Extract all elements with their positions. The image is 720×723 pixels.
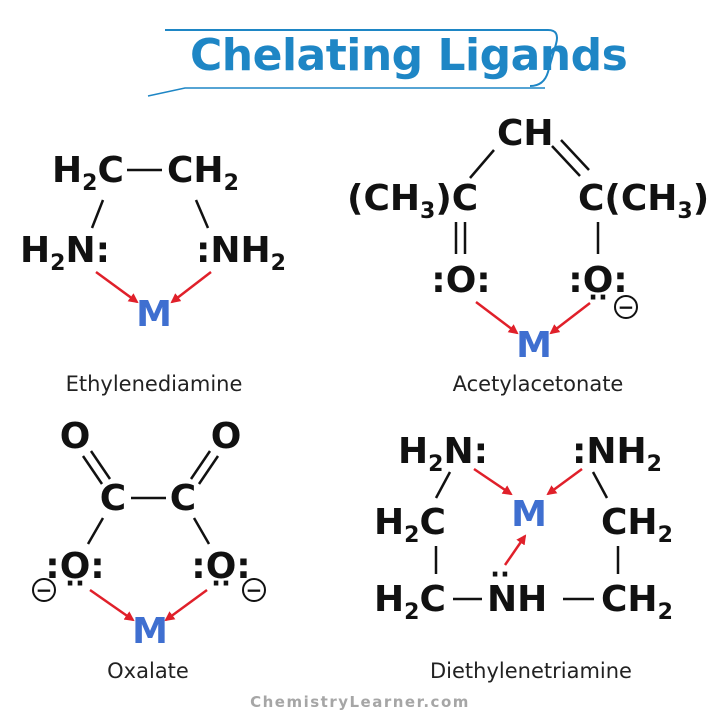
dien-carbon-right-bottom: CH2 <box>601 579 673 625</box>
footer-watermark: ChemistryLearner.com <box>250 693 470 711</box>
negative-charge-icon <box>32 578 56 602</box>
coordination-arrow <box>89 588 135 622</box>
ligand-ethylenediamine: H2C CH2 H2N: :NH2 M Ethylenediamine <box>20 150 286 396</box>
bond <box>434 471 452 499</box>
ethylenediamine-nitrogen-right: :NH2 <box>196 230 286 276</box>
coordination-arrow <box>473 467 513 496</box>
double-bond <box>89 450 112 480</box>
page-title: Chelating Ligands <box>190 30 628 81</box>
bond <box>90 199 105 229</box>
ethylenediamine-nitrogen-left: H2N: <box>20 230 110 276</box>
ligand-name: Acetylacetonate <box>453 372 624 396</box>
oxalate-oxygen-left: :O: <box>45 546 104 587</box>
coordination-arrow <box>503 534 527 566</box>
coordination-arrow <box>475 301 519 335</box>
coordination-arrow <box>546 467 583 496</box>
acac-ch: CH <box>497 113 554 154</box>
coordination-arrow <box>170 271 212 304</box>
double-bond <box>81 455 104 485</box>
dien-carbon-right-top: CH2 <box>601 502 673 548</box>
ligand-diethylenetriamine: H2N: :NH2 M H2C CH2 H2C NH ·· CH2 Diethy… <box>374 431 673 683</box>
metal-center: M <box>516 325 552 366</box>
lone-pair-dots: ·· <box>588 283 608 313</box>
acac-left-carbon: (CH3)C <box>347 178 478 224</box>
coordination-arrow <box>549 302 591 335</box>
negative-charge-icon <box>614 295 638 319</box>
acac-oxygen-right: :O: <box>568 260 627 301</box>
negative-charge-sign: − <box>36 578 53 602</box>
ethylenediamine-carbon-left: H2C <box>52 150 124 196</box>
metal-center: M <box>136 294 172 335</box>
coordination-arrow <box>95 270 139 304</box>
oxalate-oxygen-top-left: O <box>60 416 91 457</box>
ligand-name: Ethylenediamine <box>66 372 243 396</box>
ligand-oxalate: O O C C :O: :O: ·· ·· − − M Oxalate <box>32 416 266 683</box>
ligand-acetylacetonate: CH (CH3)C C(CH3) :O: :O: ·· − M Acetylac… <box>347 113 709 396</box>
bond <box>469 149 495 179</box>
dien-nitrogen-left: H2N: <box>398 431 488 477</box>
coordination-arrow <box>164 588 208 622</box>
title-banner: Chelating Ligands <box>0 0 720 100</box>
oxalate-carbon-right: C <box>170 478 196 519</box>
title-swoosh <box>147 29 558 97</box>
oxalate-carbon-left: C <box>100 478 126 519</box>
lone-pair-dots: ·· <box>211 569 231 599</box>
oxalate-oxygen-top-right: O <box>211 416 242 457</box>
lone-pair-dots: ·· <box>65 569 85 599</box>
dien-carbon-left-bottom: H2C <box>374 579 446 625</box>
oxalate-oxygen-right: :O: <box>191 546 250 587</box>
metal-center: M <box>511 494 547 535</box>
negative-charge-icon <box>242 578 266 602</box>
negative-charge-sign: − <box>618 295 635 319</box>
bond <box>591 471 609 499</box>
dien-carbon-left-top: H2C <box>374 502 446 548</box>
dien-central-nitrogen: NH <box>487 579 547 620</box>
metal-center: M <box>132 611 168 652</box>
double-bond <box>189 450 212 480</box>
double-bond <box>197 455 220 485</box>
bond <box>194 199 210 229</box>
bond <box>192 517 211 545</box>
ligand-name: Diethylenetriamine <box>430 659 632 683</box>
negative-charge-sign: − <box>246 578 263 602</box>
acac-oxygen-left: :O: <box>431 260 490 301</box>
acac-right-carbon: C(CH3) <box>578 178 709 224</box>
ligand-name: Oxalate <box>107 659 189 683</box>
lone-pair-dots: ·· <box>490 560 510 590</box>
ethylenediamine-carbon-right: CH2 <box>167 150 239 196</box>
double-bond <box>551 145 581 177</box>
bond <box>86 517 105 545</box>
double-bond <box>560 139 590 171</box>
dien-nitrogen-right: :NH2 <box>572 431 662 477</box>
